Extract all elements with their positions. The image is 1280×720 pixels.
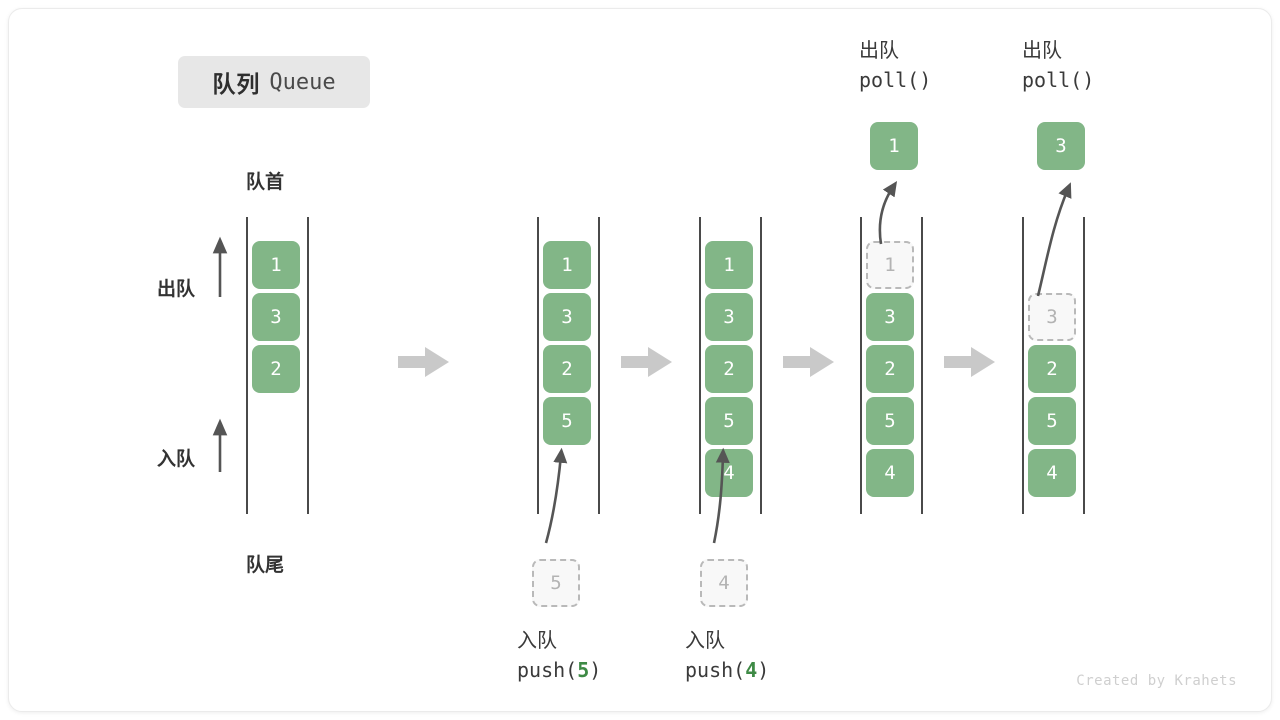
label-queue-tail: 队尾 bbox=[246, 555, 285, 576]
caption-poll-2: 出队 poll() bbox=[1022, 37, 1094, 95]
push-5-arrow bbox=[544, 447, 568, 544]
queue-rail-right-1 bbox=[307, 217, 309, 514]
queue-rail-right-3 bbox=[760, 217, 762, 514]
caption-push-4-cn: 入队 bbox=[685, 630, 725, 652]
queue-cell: 3 bbox=[866, 293, 914, 341]
queue-cell: 1 bbox=[543, 241, 591, 289]
flow-arrow bbox=[944, 347, 995, 377]
code-post: ) bbox=[589, 658, 602, 682]
flow-arrow bbox=[398, 347, 449, 377]
title-cn: 队列 bbox=[212, 71, 261, 97]
queue-rail-left-1 bbox=[246, 217, 248, 514]
diagram-card: 队列 Queue 队首 队尾 出队 入队 1 3 2 1 3 2 5 5 入队 … bbox=[8, 8, 1272, 712]
code-num: 4 bbox=[745, 658, 758, 682]
queue-cell: 4 bbox=[705, 449, 753, 497]
incoming-cell: 5 bbox=[532, 559, 580, 607]
queue-rail-right-5 bbox=[1083, 217, 1085, 514]
label-queue-head: 队首 bbox=[246, 172, 285, 193]
code-post: ) bbox=[757, 658, 770, 682]
title-badge: 队列 Queue bbox=[178, 56, 370, 108]
caption-push-4-code: push(4) bbox=[685, 655, 769, 685]
queue-cell: 2 bbox=[866, 345, 914, 393]
queue-rail-left-2 bbox=[537, 217, 539, 514]
queue-rail-left-5 bbox=[1022, 217, 1024, 514]
queue-cell: 3 bbox=[252, 293, 300, 341]
queue-rail-right-2 bbox=[598, 217, 600, 514]
poll-3-arrow bbox=[1036, 182, 1072, 297]
queue-rail-left-4 bbox=[860, 217, 862, 514]
queue-cell: 1 bbox=[252, 241, 300, 289]
queue-cell: 5 bbox=[705, 397, 753, 445]
title-en: Queue bbox=[269, 69, 336, 95]
queue-cell: 4 bbox=[1028, 449, 1076, 497]
queue-cell: 4 bbox=[866, 449, 914, 497]
caption-push-4: 入队 push(4) bbox=[685, 627, 769, 685]
queue-cell: 5 bbox=[543, 397, 591, 445]
queue-cell: 3 bbox=[705, 293, 753, 341]
popped-cell: 1 bbox=[870, 122, 918, 170]
caption-poll-1-code: poll() bbox=[859, 68, 932, 92]
flow-arrow bbox=[783, 347, 834, 377]
label-dequeue: 出队 bbox=[157, 279, 196, 300]
queue-cell: 1 bbox=[705, 241, 753, 289]
caption-push-5-cn: 入队 bbox=[517, 630, 557, 652]
queue-cell: 2 bbox=[543, 345, 591, 393]
footer-credit: Created by Krahets bbox=[1076, 673, 1237, 689]
caption-poll-1-cn: 出队 bbox=[859, 40, 899, 62]
queue-cell: 3 bbox=[543, 293, 591, 341]
caption-push-5-code: push(5) bbox=[517, 655, 601, 685]
caption-poll-1: 出队 poll() bbox=[859, 37, 931, 95]
queue-cell: 2 bbox=[705, 345, 753, 393]
label-enqueue: 入队 bbox=[157, 449, 196, 470]
queue-cell-ghost: 3 bbox=[1028, 293, 1076, 341]
queue-rail-right-4 bbox=[921, 217, 923, 514]
queue-rail-left-3 bbox=[699, 217, 701, 514]
caption-poll-2-cn: 出队 bbox=[1022, 40, 1062, 62]
queue-cell: 5 bbox=[866, 397, 914, 445]
code-pre: push( bbox=[685, 658, 746, 682]
flow-arrow bbox=[621, 347, 672, 377]
code-pre: push( bbox=[517, 658, 578, 682]
queue-cell: 2 bbox=[252, 345, 300, 393]
incoming-cell: 4 bbox=[700, 559, 748, 607]
caption-push-5: 入队 push(5) bbox=[517, 627, 601, 685]
code-num: 5 bbox=[577, 658, 590, 682]
queue-cell: 5 bbox=[1028, 397, 1076, 445]
popped-cell: 3 bbox=[1037, 122, 1085, 170]
caption-poll-2-code: poll() bbox=[1022, 68, 1095, 92]
queue-cell: 2 bbox=[1028, 345, 1076, 393]
poll-1-arrow bbox=[878, 180, 898, 245]
queue-cell-ghost: 1 bbox=[866, 241, 914, 289]
